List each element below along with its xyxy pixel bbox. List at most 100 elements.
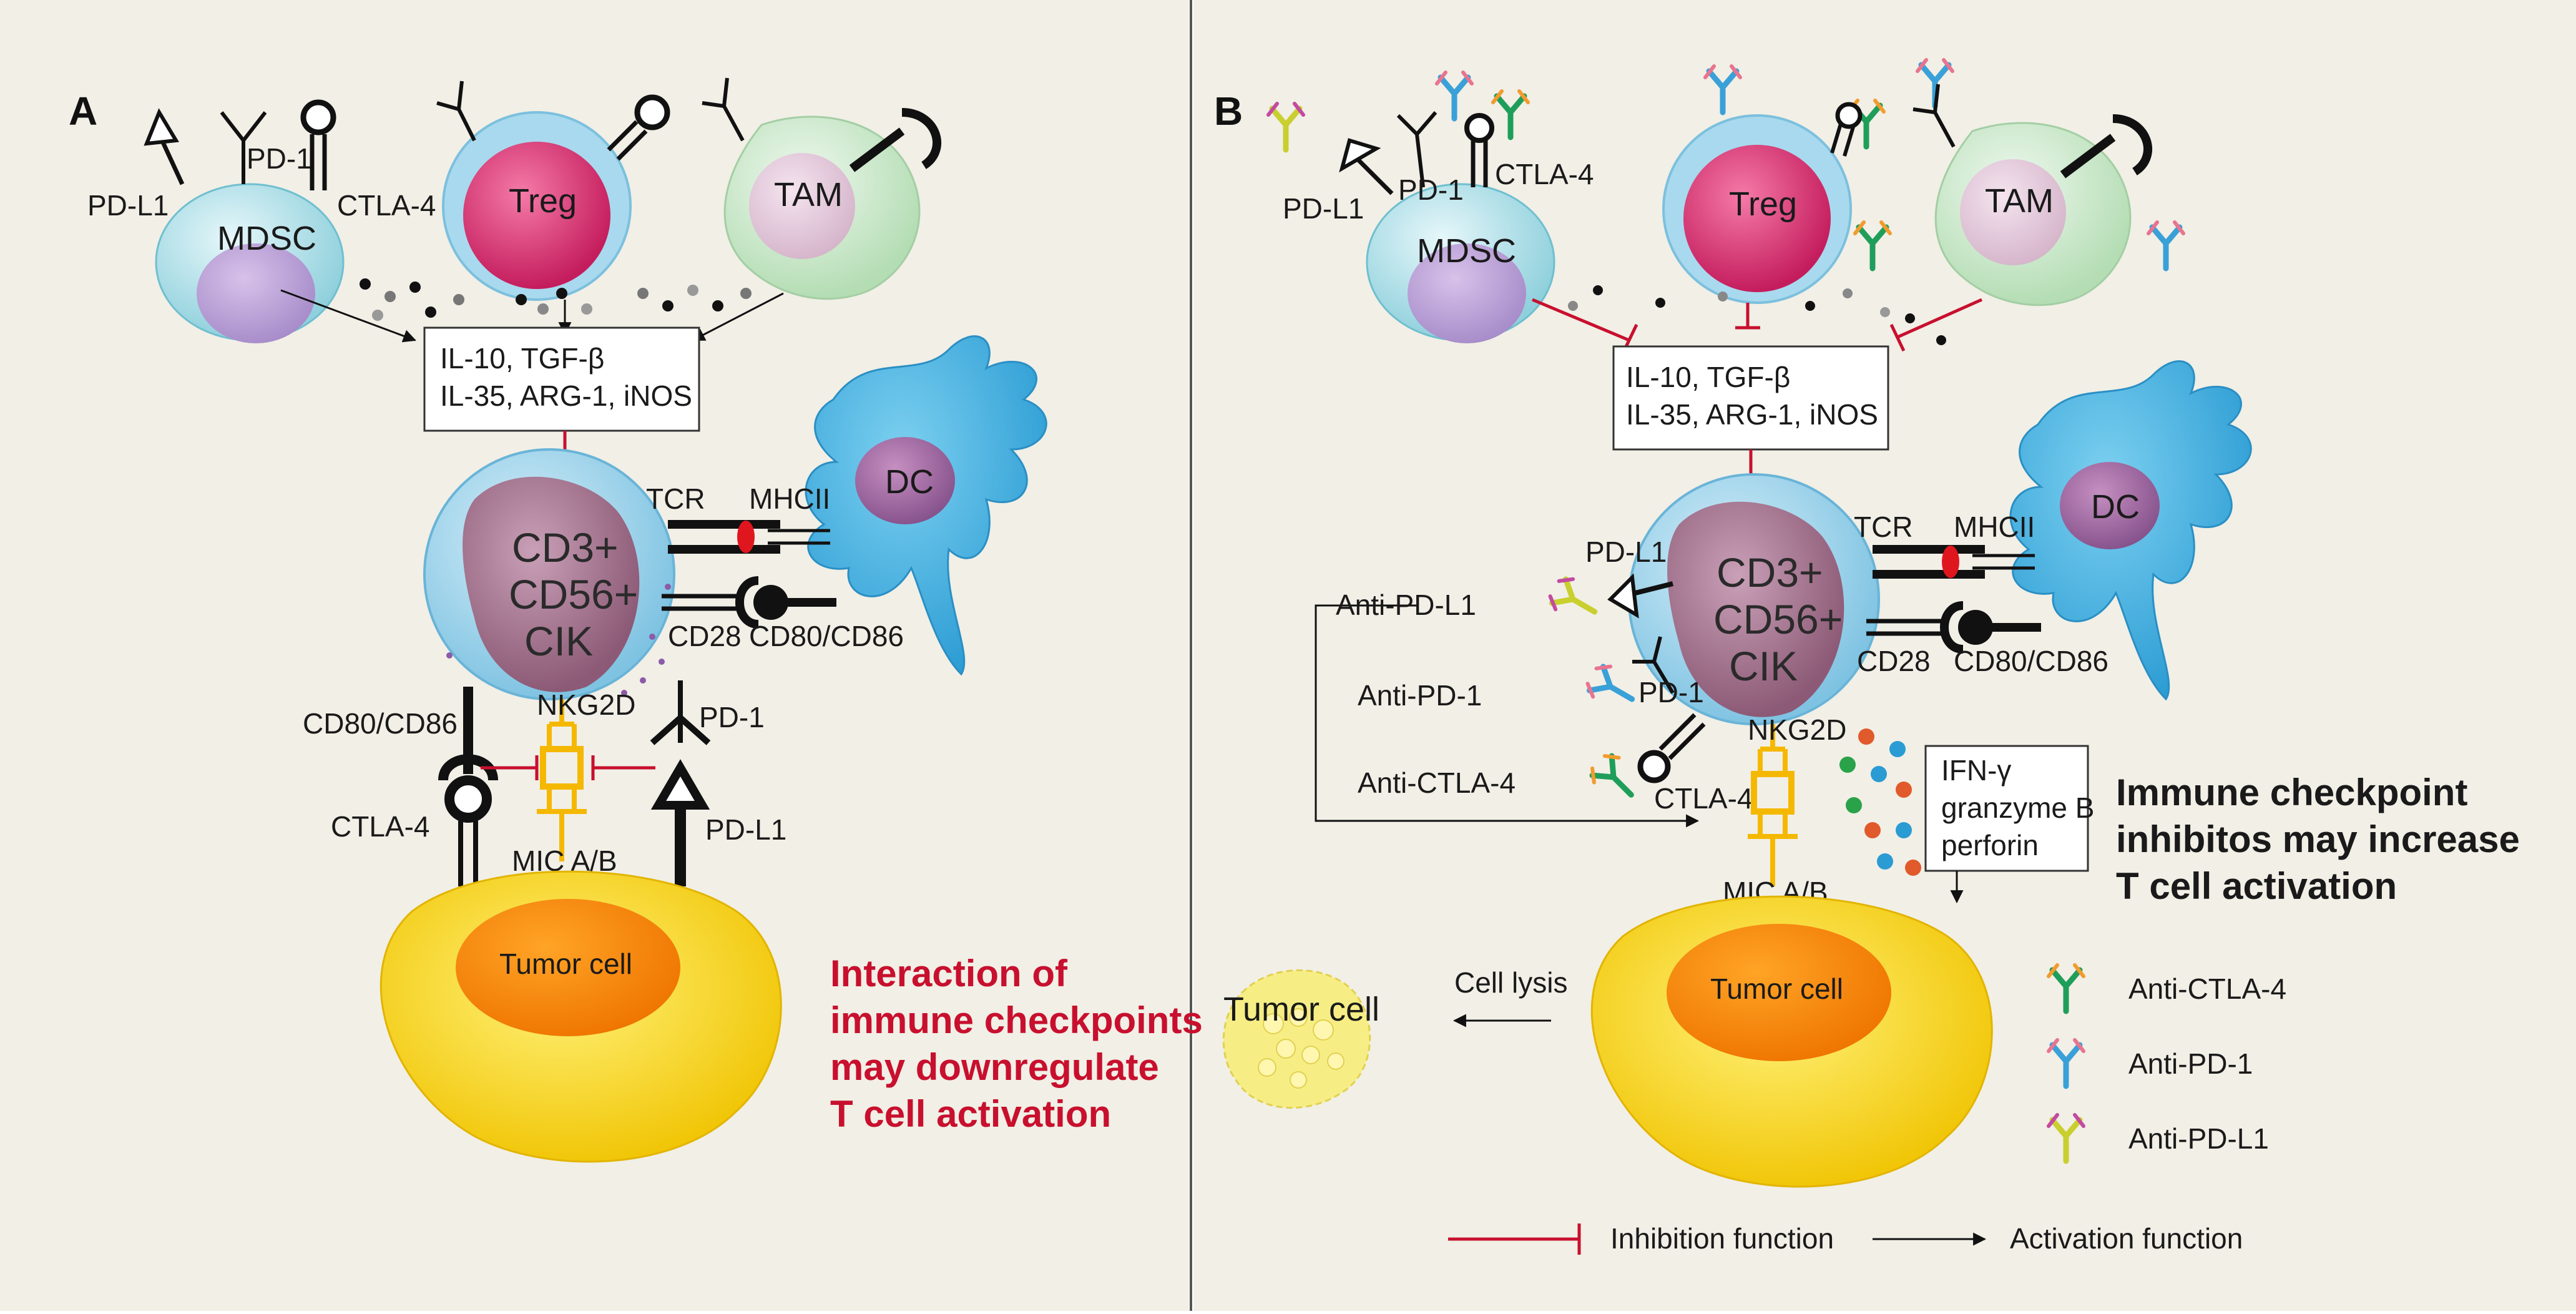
effector-line1: IFN-γ (1941, 754, 2011, 787)
cd28-label-b: CD28 (1857, 645, 1931, 677)
mhcii-label-b: MHCII (1954, 511, 2035, 543)
mhcii-receptor-b (1972, 554, 2035, 570)
cik-line3-a: CIK (524, 618, 593, 664)
dc-cell-a: DC (805, 335, 1047, 676)
effector-line3: perforin (1941, 829, 2039, 861)
cik-line2-a: CD56+ (509, 571, 638, 617)
panel-a-letter: A (69, 89, 97, 134)
cd80cd86-label-b-dc: CD80/CD86 (1954, 645, 2108, 677)
heading-b-line1: Immune checkpoint (2116, 772, 2467, 813)
cytokine-line2-b: IL-35, ARG-1, iNOS (1626, 398, 1878, 431)
cd28-label-a: CD28 (668, 620, 742, 652)
cd28-cup-b (1940, 601, 1964, 654)
heading-a-line2: immune checkpoints (830, 999, 1203, 1041)
key-label-anti-pd1: Anti-PD-1 (2128, 1047, 2253, 1080)
dc-label-b: DC (2091, 488, 2140, 526)
nkg2d-receptor-b (1748, 724, 1798, 886)
ctla4-head-a-mdsc (300, 99, 336, 135)
heading-a-line3: may downregulate (830, 1046, 1159, 1088)
key-label-anti-pdl1: Anti-PD-L1 (2128, 1122, 2269, 1155)
key-label-anti-ctla4: Anti-CTLA-4 (2128, 973, 2286, 1005)
pdl1-label-b-cik: PD-L1 (1585, 536, 1667, 568)
pd1-receptor-b-cik (1632, 636, 1675, 694)
ctla4-head-b-treg (1835, 102, 1863, 129)
nkg2d-label-a: NKG2D (537, 689, 635, 721)
ctla4-head-a (444, 775, 492, 823)
dc-label-a: DC (885, 463, 934, 501)
treg-label-b: Treg (1729, 185, 1797, 223)
ctla4-receptor-b-cik (1658, 713, 1706, 760)
legend-inhibition-label: Inhibition function (1610, 1222, 1834, 1255)
cd80cd86-label-a-dc: CD80/CD86 (749, 620, 904, 652)
tumor-label-a: Tumor cell (499, 948, 632, 980)
tumor-cell-b: Tumor cell (1590, 895, 1993, 1188)
legend-inhibition-symbol (1448, 1223, 1581, 1255)
cytokine-box-b (1612, 345, 1889, 451)
treg-inhibition-b (1735, 303, 1760, 330)
panel-b-letter: B (1214, 89, 1243, 134)
pd1-label-a: PD-1 (699, 701, 765, 733)
pd1-receptor-a-tam (702, 77, 745, 142)
panel-a: A MDSC PD-L1 PD-1 CTLA-4 Treg TAM (69, 77, 1203, 1163)
cell-lysis-label: Cell lysis (1454, 966, 1567, 999)
pdl1-label-a: PD-L1 (705, 813, 786, 846)
dc-cell-b: DC (2009, 360, 2252, 701)
receptor-stalk-b-tam (2060, 134, 2116, 179)
cytokine-line1-b: IL-10, TGF-β (1626, 361, 1790, 393)
anti-pd1-label-b: Anti-PD-1 (1358, 679, 1482, 712)
nkg2d-label-b: NKG2D (1748, 713, 1846, 746)
treg-cell-b: Treg (1662, 114, 1852, 304)
panel-b: B MDSC PD-L1 PD-1 CTLA-4 Treg (1214, 60, 2520, 1255)
cik-granules-a (446, 584, 671, 696)
pdl1-label-b-mdsc: PD-L1 (1283, 192, 1364, 225)
ctla4-label-b-cik: CTLA-4 (1654, 782, 1753, 815)
pd1-label-b-cik: PD-1 (1638, 676, 1704, 708)
mdsc-to-cytokines-arrow-a (280, 289, 416, 343)
tam-cell-b: TAM (1934, 122, 2132, 306)
cytokine-box-a (423, 326, 700, 432)
ctla4-receptor-b-mdsc (1471, 140, 1488, 187)
receptor-stalk-a-tam (849, 127, 905, 172)
cik-line1-b: CD3+ (1717, 549, 1823, 596)
tam-inhibition-b (1889, 298, 1983, 352)
ctla4-label-b-mdsc: CTLA-4 (1495, 158, 1594, 190)
cd80cd86-label-a-left: CD80/CD86 (303, 707, 458, 740)
treg-cell-a: Treg (442, 111, 632, 301)
heading-b-line2: inhibitos may increase (2116, 818, 2520, 860)
cik-line3-b: CIK (1729, 643, 1798, 689)
pd1-receptor-a-mdsc (220, 111, 267, 184)
tumor-label-b: Tumor cell (1710, 973, 1843, 1005)
cytokine-line2-a: IL-35, ARG-1, iNOS (440, 380, 692, 412)
ctla4-receptor-a (458, 821, 478, 886)
pd1-receptor-a (650, 713, 711, 745)
mdsc-label-a: MDSC (217, 220, 316, 257)
antigen-peptide-b (1942, 546, 1959, 578)
cd28-cup-a (735, 576, 759, 629)
cik-line2-b: CD56+ (1713, 596, 1843, 642)
cik-cell-a: CD3+ CD56+ CIK (423, 448, 675, 700)
pd1-receptor-b-tam (1912, 84, 1956, 148)
ctla4-receptor-b-treg (1830, 121, 1856, 157)
cd80cd86-cup-a-left (438, 754, 498, 781)
cd80cd86-ligand-a-dc (753, 585, 788, 620)
tcr-receptor-b (1873, 545, 1985, 579)
receptor-crescent-a-tam (901, 108, 941, 169)
pdl1-arrowhead-b-mdsc (1339, 138, 1381, 173)
ctla4-label-a-mdsc: CTLA-4 (337, 189, 436, 222)
tam-to-cytokines-arrow-a (692, 292, 784, 341)
mdsc-label-b: MDSC (1417, 232, 1516, 270)
effector-dots (1839, 728, 1921, 876)
treg-label-a: Treg (509, 182, 577, 220)
ctla4-receptor-a-mdsc (310, 134, 327, 190)
tcr-label-b: TCR (1854, 511, 1913, 543)
ctla4-head-b-cik (1637, 750, 1671, 783)
cd28-receptor-a (662, 594, 737, 611)
ctla4-label-a: CTLA-4 (331, 810, 429, 843)
mdsc-cell-b: MDSC (1366, 183, 1555, 343)
cytokine-dots-a (360, 278, 752, 321)
ctla4-receptor-a-treg (607, 120, 648, 161)
ctla4-head-b-mdsc (1464, 113, 1494, 143)
pd1-receptor-b-mdsc (1396, 111, 1437, 188)
tumor-cell-a: Tumor cell (380, 870, 782, 1163)
